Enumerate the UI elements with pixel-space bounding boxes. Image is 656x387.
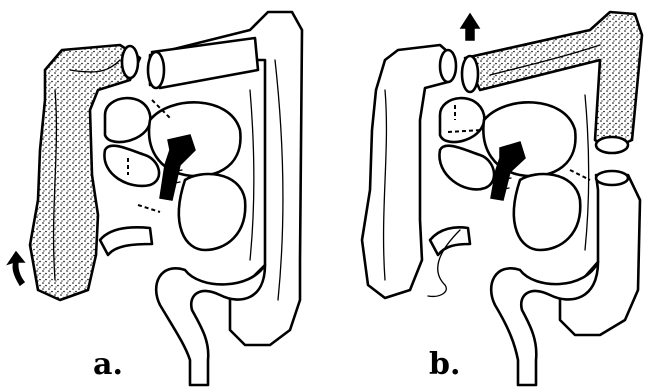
panel-label-b: b. [429,350,460,380]
rotation-arrow-icon [8,252,24,285]
small-bowel-loop-a-3 [104,146,159,186]
small-bowel-loop-a-1 [105,98,150,142]
small-bowel-loop-b-4 [514,174,580,250]
transection-line-b-3 [570,170,590,180]
small-bowel-loop-b-3 [439,146,494,190]
small-bowel-loop-b-1 [440,98,484,142]
transverse-colon-a [152,38,258,88]
panel-a-illustration [8,12,302,385]
transection-line-a-3 [138,205,160,212]
mobilized-colon-bottom-end-b [596,137,628,153]
panel-label-a: a. [93,350,123,380]
upward-arrow-icon [461,14,479,40]
small-bowel-loop-a-4 [179,174,245,250]
ascending-colon-end-a [122,46,138,78]
small-bowel-loop-a-2 [149,102,240,176]
mobilized-colon-end-b [462,56,478,92]
panel-b-illustration [362,12,642,385]
ascending-colon-b [362,45,455,298]
terminal-ileum-a [100,227,152,255]
descending-colon-end-b [596,171,628,185]
ascending-colon-end-b [440,50,456,82]
transverse-colon-end-a [148,52,164,88]
